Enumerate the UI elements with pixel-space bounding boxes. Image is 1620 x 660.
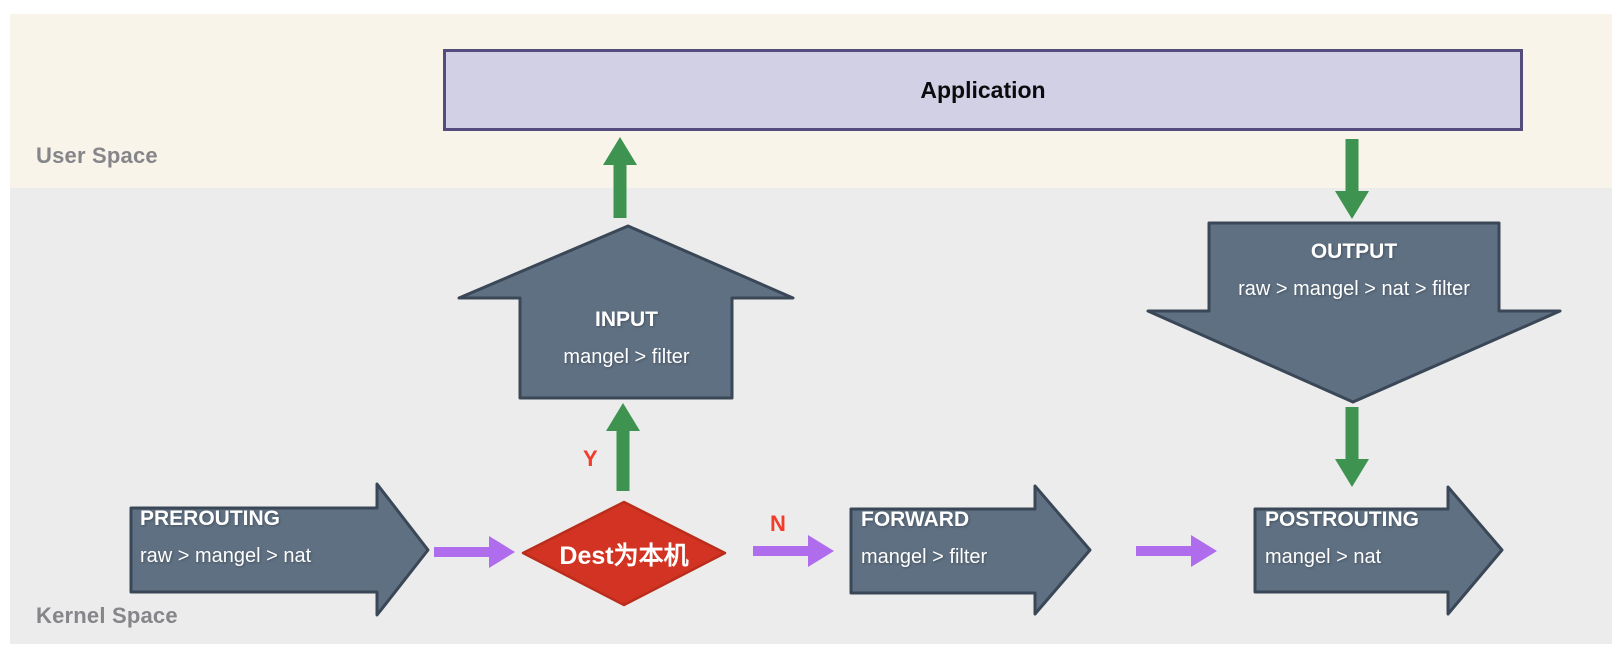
forward-chain: FORWARD mangel > filter (861, 507, 1036, 569)
prerouting-right-arrow (129, 482, 430, 617)
arrow-forward-to-postrouting (1136, 535, 1217, 567)
prerouting-tables: raw > mangel > nat (140, 545, 312, 567)
arrow-decision-to-input (606, 403, 640, 491)
arrow-output-to-postrouting (1335, 407, 1369, 487)
kernel-space-label: Kernel Space (36, 603, 178, 628)
up-arrow-icon (603, 137, 637, 218)
forward-right-arrow (849, 484, 1092, 616)
arrow-prerouting-to-decision (434, 536, 515, 568)
forward-chain-shape (849, 484, 1092, 616)
application-label: Application (920, 76, 1046, 103)
arrow-input-to-application (603, 137, 637, 218)
prerouting-title: PREROUTING (140, 507, 281, 530)
postrouting-chain-shape (1253, 485, 1504, 616)
input-tables: mangel > filter (563, 346, 690, 368)
postrouting-tables: mangel > nat (1265, 546, 1382, 568)
arrow-application-to-output (1335, 139, 1369, 219)
application-box: Application (443, 49, 1523, 131)
decision-diamond (521, 500, 727, 607)
down-arrow-icon (1335, 407, 1369, 487)
decision-no-label: N (770, 511, 786, 536)
input-chain: INPUT mangel > filter (519, 307, 734, 369)
user-space-label: User Space (36, 143, 158, 168)
arrow-decision-to-forward (753, 535, 834, 567)
right-arrow-icon (434, 536, 515, 568)
up-arrow-icon (606, 403, 640, 491)
right-arrow-icon (753, 535, 834, 567)
output-tables: raw > mangel > nat > filter (1238, 278, 1470, 300)
output-chain-shape (1146, 221, 1562, 404)
postrouting-chain: POSTROUTING mangel > nat (1265, 507, 1455, 569)
prerouting-chain-shape (129, 482, 430, 617)
down-arrow-icon (1335, 139, 1369, 219)
output-down-arrow (1146, 221, 1562, 404)
forward-tables: mangel > filter (861, 546, 988, 568)
decision-diamond-shape (521, 500, 727, 607)
forward-title: FORWARD (861, 508, 970, 531)
output-chain: OUTPUT raw > mangel > nat > filter (1208, 239, 1500, 301)
right-arrow-icon (1136, 535, 1217, 567)
postrouting-right-arrow (1253, 485, 1504, 616)
input-up-arrow (457, 224, 795, 400)
prerouting-chain: PREROUTING raw > mangel > nat (140, 506, 375, 568)
decision-label: Dest为本机 (559, 541, 689, 570)
postrouting-title: POSTROUTING (1265, 508, 1420, 531)
output-title: OUTPUT (1310, 240, 1398, 263)
decision-yes-label: Y (583, 446, 598, 471)
input-title: INPUT (595, 308, 658, 331)
input-chain-shape (457, 224, 795, 400)
